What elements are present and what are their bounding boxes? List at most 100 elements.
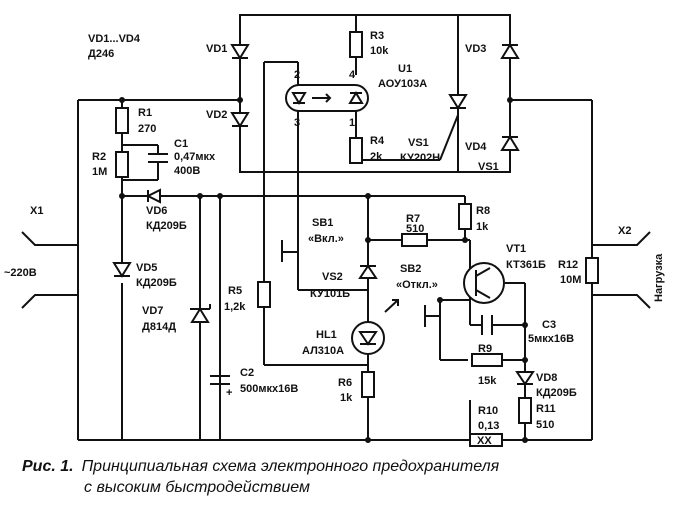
label-vd5-type: КД209Б [136,277,177,289]
label-x2: X2 [618,225,631,237]
label-r2: R2 [92,151,106,163]
label-sb1-name: «Вкл.» [308,233,344,245]
label-vs2-type: КУ101Б [310,288,350,300]
label-r10-value: 0,13 [478,420,499,432]
label-r6-value: 1k [340,392,353,404]
label-vs1-b: VS1 [478,161,499,173]
resistor-r12 [585,257,599,284]
label-r4-value: 2k [370,151,383,163]
label-c3: C3 [542,319,556,331]
label-vt1-type: КТ361Б [506,259,546,271]
label-vs2: VS2 [322,271,343,283]
capacitor-c3 [481,315,493,335]
resistor-r1 [115,107,129,134]
label-r10: R10 [478,405,498,417]
label-r4: R4 [370,135,385,147]
pin-2: 2 [294,69,300,81]
resistor-r7 [401,233,428,247]
label-vd3: VD3 [465,43,486,55]
label-mains: ~220В [4,267,37,279]
label-vd4: VD4 [465,141,487,153]
resistor-r11 [518,397,532,424]
optocoupler-u1 [285,84,369,112]
label-u1: U1 [398,63,412,75]
resistor-r5 [257,281,271,308]
label-sb1: SB1 [312,217,333,229]
label-r7: R7 [406,213,420,225]
caption-line-2: с высоким быстродействием [84,479,310,496]
label-vd5: VD5 [136,262,157,274]
resistor-r4 [349,137,363,164]
label-r11: R11 [536,403,556,415]
label-vs1-type: КУ202Н [400,152,440,164]
caption-line-2-wrap: с высоким быстродействием [22,477,672,498]
label-r3-value: 10k [370,45,389,57]
diode-vd1 [230,44,250,60]
label-r12-value: 10M [560,274,581,286]
pin-1: 1 [349,117,355,129]
label-vd7-type: Д814Д [142,321,176,333]
label-r5: R5 [228,285,242,297]
label-c1-value: 0,47мкх [174,151,216,163]
diode-vd6 [145,188,161,204]
led-hl1 [351,299,399,355]
label-vd7: VD7 [142,305,163,317]
label-r1: R1 [138,107,152,119]
label-u1-type: АОУ103А [378,78,427,90]
connector-x2 [592,231,651,309]
resistor-r10 [469,433,503,447]
label-r12: R12 [558,259,578,271]
junctions [119,97,528,443]
label-sb2-name: «Откл.» [396,279,438,291]
diode-vd3 [500,43,520,59]
resistor-r8 [458,203,472,230]
resistor-r6 [361,371,375,398]
label-load: Нагрузка [653,253,665,302]
zener-vd7 [190,304,211,323]
vd-group-type: Д246 [88,48,114,60]
label-hl1: HL1 [316,329,337,341]
figure-caption: Рис. 1. Принципиальная схема электронного… [22,456,672,498]
label-r3: R3 [370,30,384,42]
button-sb1 [281,240,298,262]
label-r6: R6 [338,377,352,389]
capacitor-c2 [210,375,230,385]
circuit-schematic: VD1...VD4 Д246 VD1 VD2 VD3 VD4 R3 10k U1… [4,14,665,447]
label-c2-value: 500мкх16В [240,383,298,395]
diode-vd8 [515,371,535,386]
pin-3: 3 [294,117,300,129]
label-r7-value: 510 [406,223,424,235]
label-vt1: VT1 [506,243,526,255]
figure-ref: Рис. 1. [22,458,74,475]
label-c2-plus: + [226,387,232,399]
label-r11-value: 510 [536,419,554,431]
label-r1-value: 270 [138,123,156,135]
label-vd2: VD2 [206,109,227,121]
transistor-vt1 [463,262,505,304]
diode-vd4 [500,135,520,151]
connector-x1 [21,231,78,309]
label-r2-value: 1M [92,166,107,178]
label-r8-value: 1k [476,221,489,233]
resistor-r9 [471,353,503,367]
diode-vd2 [230,112,250,128]
button-sb2 [424,305,440,327]
label-r5-value: 1,2k [224,301,246,313]
label-r9-value: 15k [478,375,497,387]
wiring [77,14,593,441]
label-vs1: VS1 [408,137,429,149]
label-c1-voltage: 400В [174,165,200,177]
label-vd8-type: КД209Б [536,387,577,399]
resistor-r2 [115,151,129,178]
label-r8: R8 [476,205,490,217]
capacitor-c1 [148,153,168,163]
thyristor-vs2 [358,264,378,279]
pin-4: 4 [349,69,356,81]
label-c3-value: 5мкх16В [528,333,574,345]
label-r10-mark: XX [477,435,492,447]
caption-line-1: Принципиальная схема электронного предох… [81,458,500,475]
diode-vd5 [112,262,132,278]
label-x1: X1 [30,205,43,217]
label-c2: C2 [240,367,254,379]
label-r9: R9 [478,343,492,355]
